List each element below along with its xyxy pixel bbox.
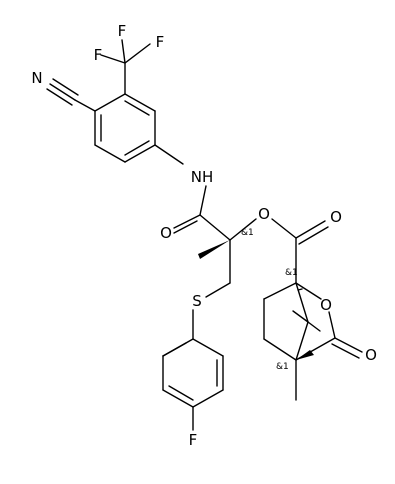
wedge-bh2 bbox=[296, 350, 314, 360]
bond-ring1-f-inner bbox=[124, 100, 150, 116]
stereo-descriptors: &1 &1 &1 bbox=[241, 228, 298, 372]
bond-ring1-a bbox=[94, 93, 126, 112]
stereo-bonds bbox=[198, 240, 314, 360]
bond-ring-nh bbox=[154, 144, 184, 165]
atom-o-lactone-carbonyl: O bbox=[365, 346, 377, 364]
bond-ring1-f bbox=[124, 93, 156, 112]
atom-o-ester-carbonyl: O bbox=[330, 208, 342, 226]
bond-ring2-c-inner bbox=[168, 385, 194, 401]
bond-ester-co-1 bbox=[295, 220, 326, 239]
bond-ch2b-bh2 bbox=[263, 338, 297, 361]
atom-n-nitrile: N bbox=[31, 69, 42, 87]
wedge-qc-methyl bbox=[198, 240, 230, 259]
atom-labels: F F F N NH O O O S F O O bbox=[31, 22, 377, 449]
bond-cf3-f1 bbox=[100, 54, 126, 64]
bond-oring-lactonec bbox=[328, 311, 336, 339]
stereo-label-bridgehead-top: &1 bbox=[285, 268, 298, 278]
bond-oester-c bbox=[271, 218, 297, 239]
bond-ring2-f bbox=[192, 338, 224, 357]
bond-ring2-a-inner bbox=[162, 342, 187, 357]
bonds bbox=[46, 39, 363, 431]
bond-nitrile-3 bbox=[46, 88, 73, 106]
bond-amide-co-1 bbox=[173, 214, 201, 229]
stereo-label-bridgehead-bottom: &1 bbox=[276, 362, 289, 372]
bond-ring2-d bbox=[192, 389, 224, 408]
atom-o-ester: O bbox=[258, 205, 270, 223]
bond-lactone-co-2 bbox=[331, 343, 360, 359]
bond-amide-co-2 bbox=[173, 220, 198, 234]
bond-bridge-me2 bbox=[307, 321, 321, 332]
atom-o-amide: O bbox=[160, 224, 172, 242]
hash-1 bbox=[297, 288, 303, 291]
atom-nh: NH bbox=[191, 168, 214, 186]
atom-o-lactone-ring: O bbox=[320, 296, 332, 314]
bond-cf3-f3 bbox=[124, 43, 151, 64]
bond-ch2-s bbox=[205, 282, 231, 298]
atom-f1: F bbox=[94, 46, 103, 64]
bond-bridge-bh2 bbox=[295, 321, 309, 361]
stereo-label-quaternary: &1 bbox=[241, 228, 254, 238]
bond-ring2-c bbox=[162, 389, 194, 408]
bond-amidec-qc bbox=[199, 214, 231, 241]
bond-ring1-d bbox=[124, 144, 156, 163]
atom-f2: F bbox=[118, 22, 127, 40]
bond-lactone-co-1 bbox=[334, 337, 363, 353]
atom-f-aryl: F bbox=[189, 431, 198, 449]
bond-ring-cn bbox=[74, 99, 96, 112]
bond-ring1-c bbox=[94, 144, 126, 163]
bond-bh1-oring bbox=[295, 282, 322, 300]
bond-ring1-d-inner bbox=[124, 140, 150, 156]
bond-nitrile-2 bbox=[52, 78, 79, 96]
atom-f3: F bbox=[156, 33, 165, 51]
bond-qc-oester bbox=[229, 218, 257, 241]
bond-bh1-ch2a bbox=[263, 282, 297, 300]
bond-nitrile-1 bbox=[49, 83, 76, 101]
atom-s: S bbox=[192, 292, 202, 310]
bond-nh-amidec bbox=[199, 185, 207, 216]
bond-bridge-me1 bbox=[292, 310, 309, 323]
bond-cf3-f2 bbox=[121, 39, 126, 64]
bond-ester-co-2 bbox=[298, 226, 329, 245]
